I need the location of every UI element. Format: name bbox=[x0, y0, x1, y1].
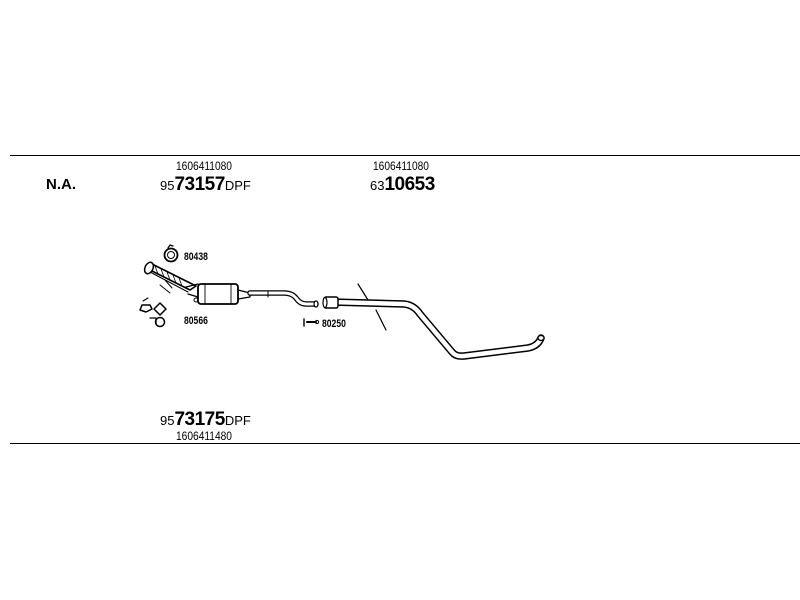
part-number-rear-pipe[interactable]: 6310653 bbox=[370, 175, 435, 194]
oe-number-rear-pipe: 1606411080 bbox=[373, 159, 429, 173]
part-main: 73157 bbox=[174, 174, 225, 195]
dpf-unit-icon[interactable] bbox=[185, 283, 251, 305]
part-prefix: 63 bbox=[370, 178, 385, 193]
part-prefix: 95 bbox=[160, 178, 175, 193]
hanger-icon[interactable] bbox=[303, 318, 320, 327]
rear-pipe-icon[interactable] bbox=[322, 283, 545, 360]
part-suffix: DPF bbox=[224, 413, 251, 428]
oe-number-dpf-top: 1606411080 bbox=[176, 159, 232, 173]
part-number-dpf-top[interactable]: 9573157DPF bbox=[160, 175, 251, 194]
header-label: N.A. bbox=[46, 176, 76, 193]
oe-number-dpf-bottom: 1606411480 bbox=[176, 429, 232, 443]
callout-hanger-label[interactable]: 80250 bbox=[322, 318, 346, 330]
part-suffix: DPF bbox=[224, 178, 251, 193]
callout-clamp-label[interactable]: 80438 bbox=[184, 251, 208, 263]
callout-bracket-kit-label[interactable]: 80566 bbox=[184, 315, 208, 327]
bracket-kit-icon[interactable] bbox=[139, 297, 167, 328]
front-pipe-icon[interactable] bbox=[143, 261, 197, 294]
part-prefix: 95 bbox=[160, 413, 175, 428]
bottom-divider bbox=[10, 443, 800, 444]
part-number-dpf-bottom[interactable]: 9573175DPF bbox=[160, 410, 251, 429]
top-divider bbox=[10, 155, 800, 156]
intermediate-pipe-icon[interactable] bbox=[247, 290, 319, 308]
clamp-icon[interactable] bbox=[163, 244, 179, 263]
part-main: 10653 bbox=[384, 174, 435, 195]
part-main: 73175 bbox=[174, 409, 225, 430]
